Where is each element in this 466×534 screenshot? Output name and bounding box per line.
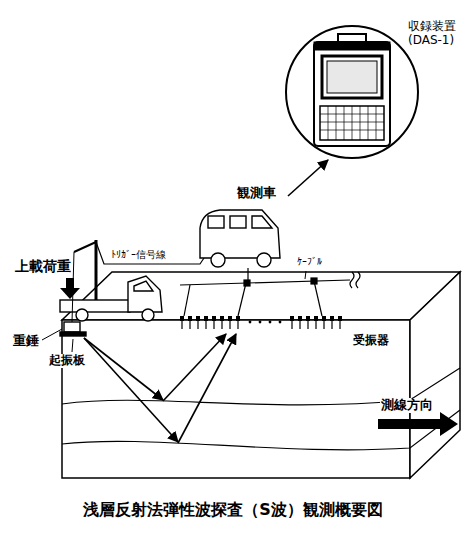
geophone-row (259, 321, 262, 324)
geophone-row (180, 316, 184, 329)
link-arrow (288, 160, 328, 196)
ground-side (410, 272, 460, 478)
observation-van (211, 253, 225, 267)
load-arrow (60, 278, 80, 299)
cable (184, 285, 190, 316)
geophone-row (314, 316, 318, 329)
plate-label: 起振板 (48, 354, 86, 368)
cable-label: ｹｰﾌﾞﾙ (296, 256, 323, 268)
geophone-row (330, 316, 334, 329)
geophone-row (212, 316, 216, 329)
source-truck (60, 332, 86, 336)
recorder-inset (320, 106, 384, 140)
observation-van (200, 210, 280, 258)
geophone-row (204, 316, 208, 329)
recorder-inset (322, 56, 382, 98)
device-label: 収録装置 (DAS-1) (407, 20, 463, 48)
geophone-label: 受振器 (352, 334, 390, 348)
cable (180, 268, 360, 316)
geophone-row (180, 316, 342, 329)
source-truck (128, 276, 162, 312)
cable (314, 281, 322, 316)
cable (350, 272, 354, 288)
source-truck (74, 242, 96, 252)
geophone-row (220, 316, 224, 329)
source-truck (134, 281, 153, 291)
observation-van (230, 216, 246, 228)
cable (356, 272, 360, 288)
source-truck (95, 240, 98, 300)
geophone-row (269, 321, 272, 324)
source-truck (142, 309, 154, 321)
geophone-row (188, 316, 192, 329)
figure-caption: 浅層反射法弾性波探査（S波）観測概要図 (0, 500, 466, 519)
geophone-row (279, 321, 282, 324)
geophone-row (249, 321, 252, 324)
recorder-inset (286, 26, 418, 158)
observation-van (208, 216, 224, 228)
recorder-inset (314, 42, 390, 146)
ground-surface (62, 272, 460, 320)
geophone-row (322, 316, 326, 329)
seismic-ray (84, 334, 236, 443)
geophone-row (196, 316, 200, 329)
leader-line (42, 329, 62, 340)
leader-line (305, 271, 306, 279)
recorder-inset (327, 61, 377, 93)
geophone-row (306, 316, 310, 329)
seismic-ray (163, 334, 226, 401)
load-label: 上載荷重 (14, 258, 72, 274)
recorder-inset (314, 42, 390, 50)
cable (238, 283, 246, 316)
recorder-inset (338, 34, 366, 42)
cable (180, 280, 350, 285)
load-arrow (66, 278, 74, 288)
observation-van (200, 210, 280, 267)
geophone-row (290, 316, 294, 329)
signal-label: ﾄﾘｶﾞｰ信号線 (110, 249, 167, 261)
geophone-row (236, 316, 240, 329)
ground-front (62, 320, 410, 478)
source-truck (64, 322, 80, 332)
observation-van (257, 253, 271, 267)
geophone-row (228, 316, 232, 329)
geophone-row (338, 316, 342, 329)
recorder-inset (286, 26, 418, 158)
cable (244, 280, 250, 286)
load-arrow (60, 288, 80, 299)
trigger-line (96, 242, 204, 264)
leader-line (72, 339, 73, 352)
direction-label: 測線方向 (380, 398, 434, 413)
cable (311, 278, 317, 284)
seismic-ray (178, 334, 236, 443)
geophone-row (298, 316, 302, 329)
observation-van (252, 216, 272, 228)
direction-arrow (378, 412, 458, 436)
seismic-ray (84, 338, 163, 400)
layer-boundary (62, 410, 460, 450)
source-truck (76, 309, 88, 321)
vehicle-label: 観測車 (236, 186, 277, 201)
source-truck (60, 300, 130, 312)
leader-line (42, 271, 306, 352)
recorder-inset (320, 106, 384, 140)
seismic-ray (84, 338, 178, 442)
weight-label: 重錘 (12, 334, 40, 349)
